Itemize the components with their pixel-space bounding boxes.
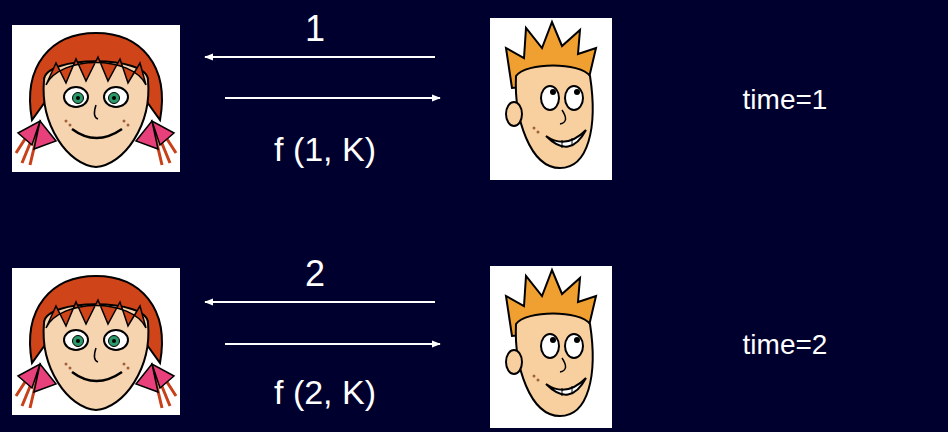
- challenge-number: 2: [305, 254, 325, 294]
- time-label: time=2: [743, 330, 828, 361]
- request-arrow: [205, 301, 435, 303]
- challenge-number: 1: [305, 9, 325, 49]
- boy-face: [490, 266, 612, 428]
- request-arrow: [205, 56, 435, 58]
- response-formula: f (1, K): [274, 131, 376, 168]
- response-arrow: [225, 343, 440, 345]
- response-arrow: [225, 97, 440, 99]
- girl-face: [12, 25, 180, 172]
- time-label: time=1: [743, 85, 828, 116]
- girl-face: [12, 268, 180, 415]
- boy-face: [490, 18, 612, 180]
- response-formula: f (2, K): [274, 374, 376, 411]
